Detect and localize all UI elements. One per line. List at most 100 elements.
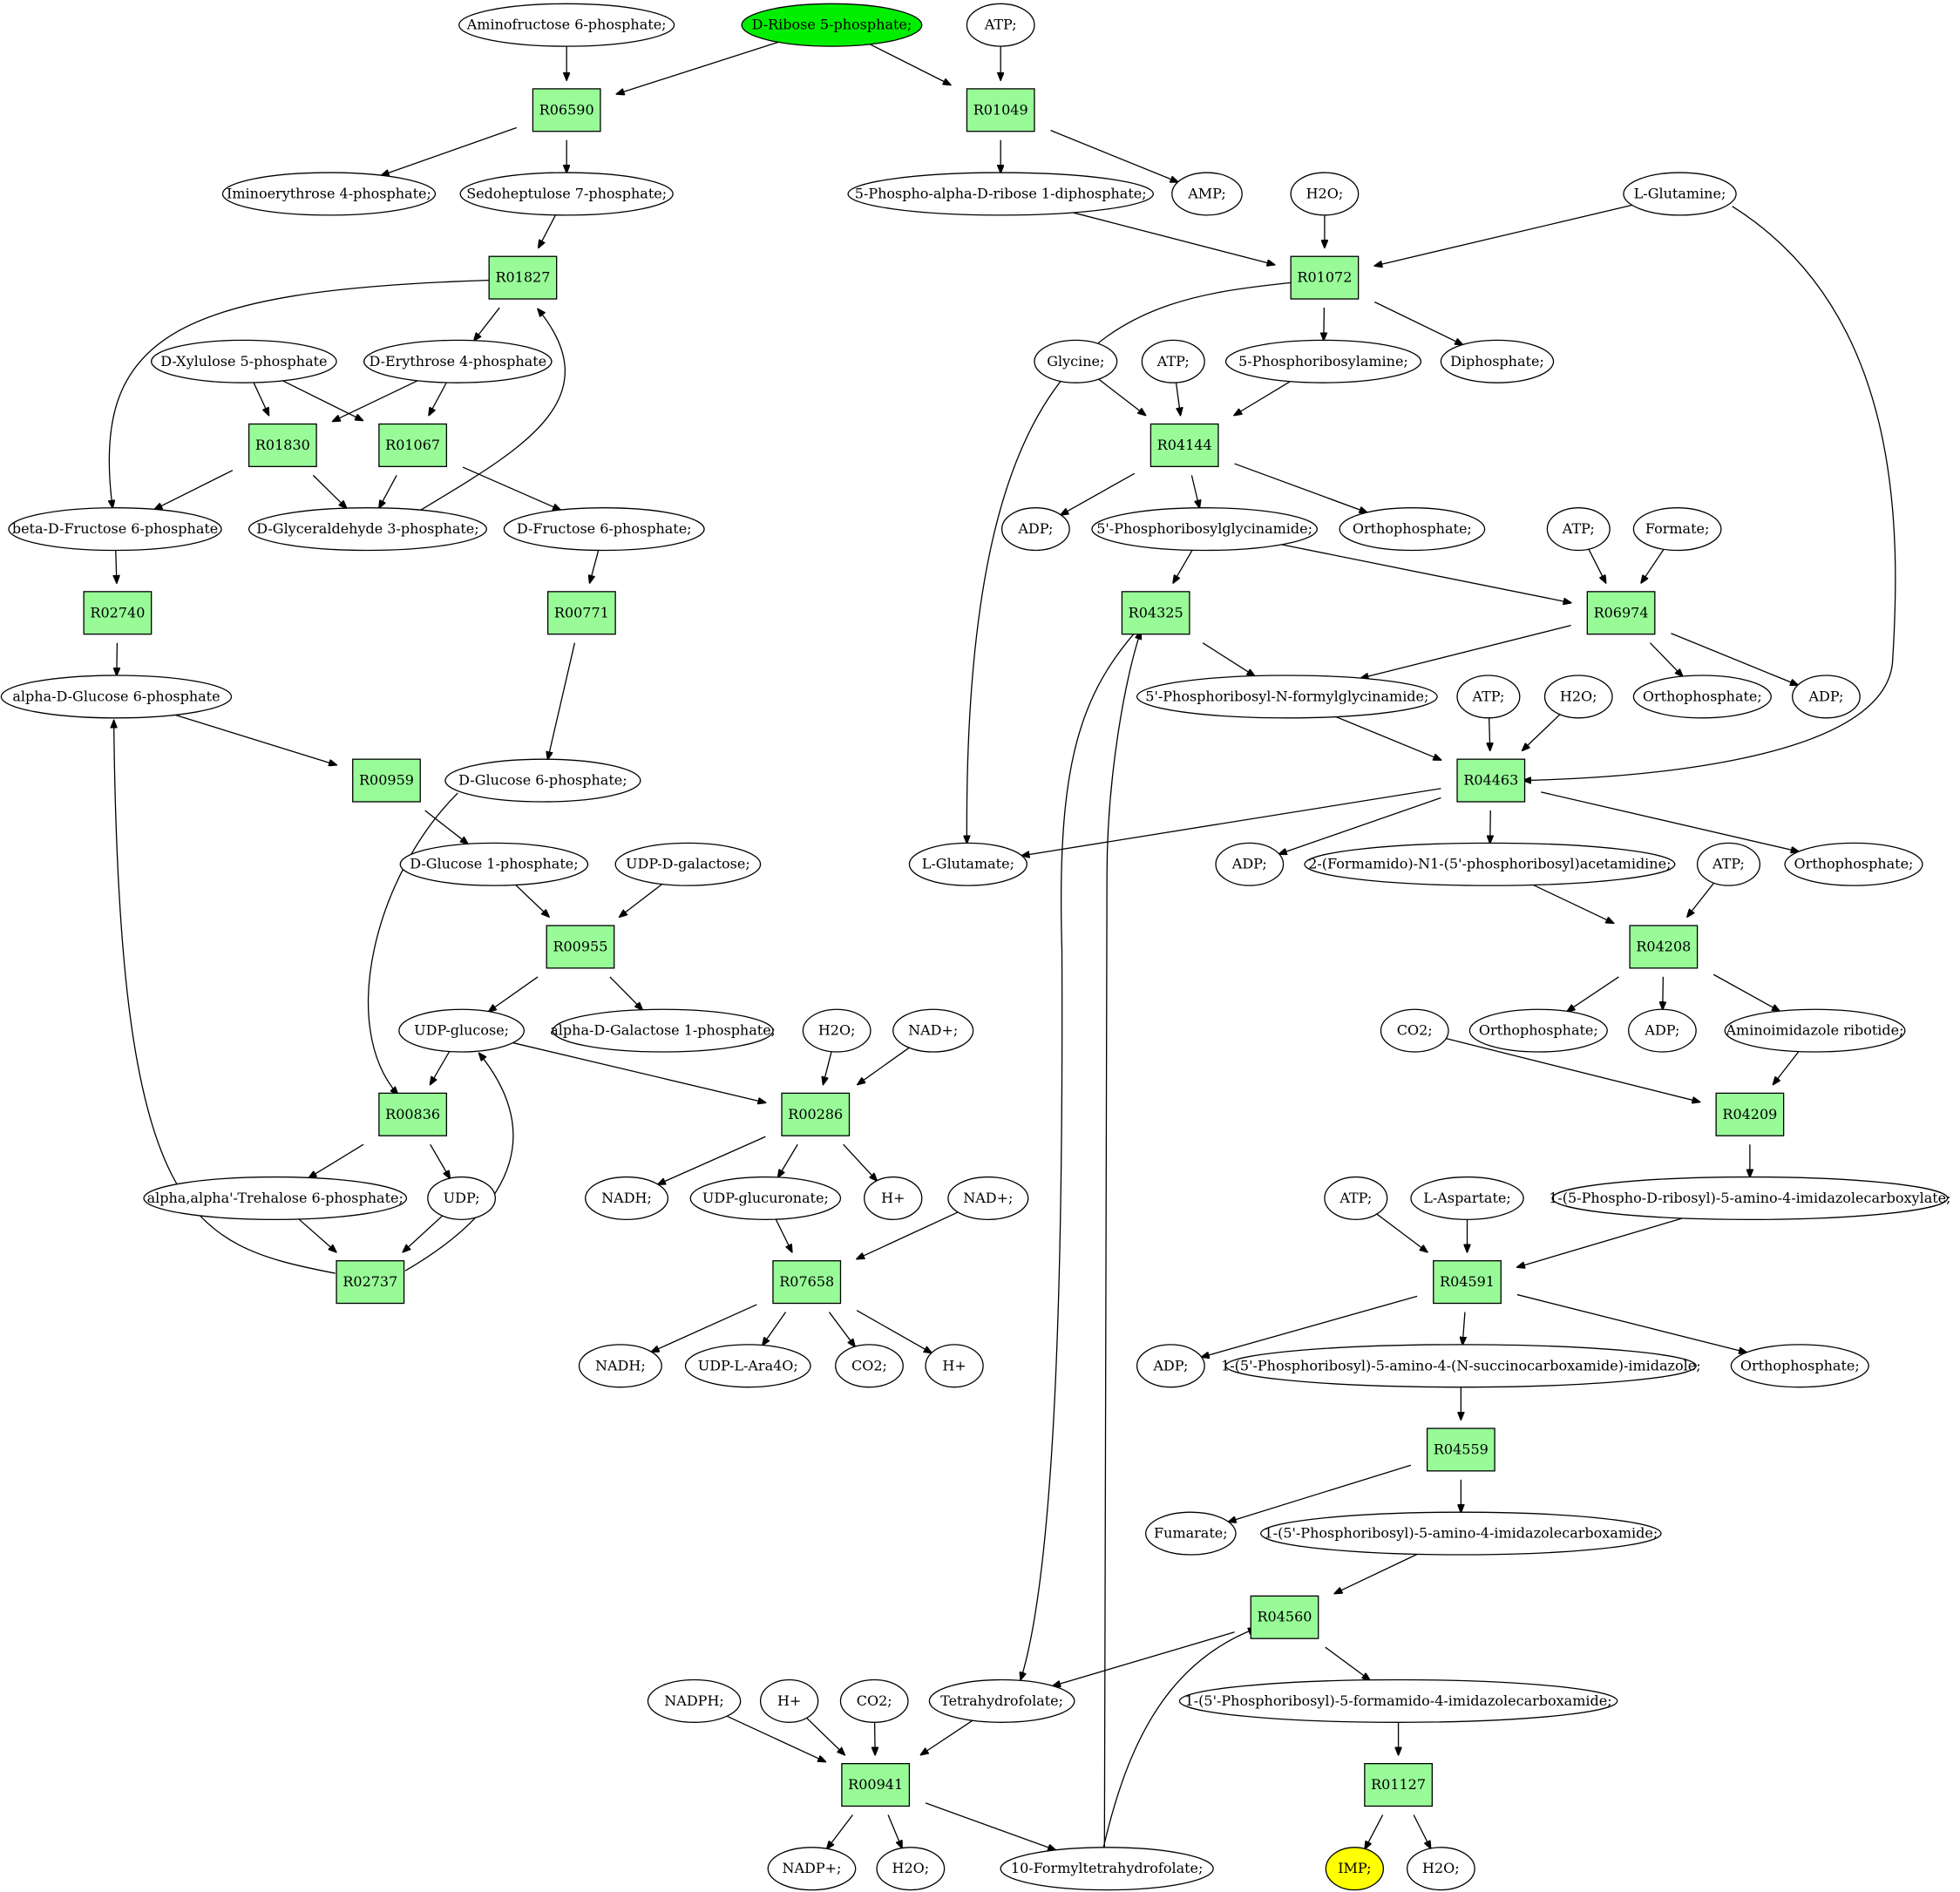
edge-r_R02737-to-m_udpglc [404, 1053, 514, 1272]
edge-m_h2o2-to-r_R04463 [1523, 714, 1561, 750]
compound-node-diphos: Diphosphate; [1440, 339, 1555, 383]
compound-node-pi4: Orthophosphate; [1468, 1008, 1608, 1053]
edge-r_R07658-to-m_udpara [763, 1312, 787, 1346]
edge-r_R04560-to-m_thf [1053, 1631, 1235, 1686]
compound-node-pi2: Orthophosphate; [1632, 675, 1772, 719]
reaction-node-R00955: R00955 [546, 925, 615, 969]
reaction-node-R00836: R00836 [378, 1092, 448, 1136]
edge-r_R04591-to-m_adp5 [1202, 1295, 1418, 1357]
edge-r_R04463-to-m_pi3 [1541, 791, 1799, 851]
node-label: L-Glutamine; [1634, 185, 1726, 201]
compound-ellipse [839, 1678, 909, 1723]
compound-node-bfru6p: beta-D-Fructose 6-phosphate [8, 507, 222, 552]
compound-node-adp1: ADP; [1000, 507, 1070, 552]
edge-r_R01830-to-m_g3p [312, 474, 346, 508]
compound-ellipse [151, 339, 337, 383]
node-label: H2O; [1560, 688, 1597, 704]
node-label: H+ [777, 1692, 801, 1709]
node-label: R04559 [1434, 1441, 1489, 1457]
edge-m_gar-to-r_R06974 [1281, 544, 1571, 603]
compound-node-cair: 1-(5-Phospho-D-ribosyl)-5-amino-4-imidaz… [1549, 1176, 1951, 1220]
compound-ellipse [1290, 172, 1360, 216]
edge-m_fgar-to-r_R04463 [1335, 715, 1441, 759]
reaction-box [1426, 1427, 1495, 1472]
node-label: R04144 [1157, 437, 1212, 453]
edge-r_R06974-to-m_adp2 [1671, 633, 1797, 685]
edge-m_h3-to-r_R00941 [806, 1717, 845, 1754]
node-label: Orthophosphate; [1740, 1357, 1860, 1373]
node-label: ADP; [1807, 688, 1843, 704]
compound-node-fgar: 5'-Phosphoribosyl-N-formylglycinamide; [1136, 675, 1438, 719]
compound-node-thf: Tetrahydrofolate; [928, 1678, 1075, 1723]
node-label: 5'-Phosphoribosyl-N-formylglycinamide; [1145, 688, 1428, 704]
edge-r_R00286-to-m_nadh1 [658, 1136, 766, 1184]
edge-m_fgam-to-r_R04208 [1533, 884, 1613, 923]
edge-m_co2c-to-r_R00941 [875, 1722, 876, 1754]
compound-ellipse [1632, 507, 1722, 552]
node-label: L-Glutamate; [922, 856, 1014, 872]
compound-node-g6p: D-Glucose 6-phosphate; [444, 758, 641, 803]
node-label: H2O; [1422, 1860, 1460, 1876]
compound-ellipse [1730, 1344, 1869, 1388]
node-label: UDP-L-Ara4O; [698, 1357, 798, 1373]
reaction-box [1715, 1092, 1785, 1136]
reaction-node-R00941: R00941 [841, 1763, 911, 1807]
node-label: IMP; [1338, 1860, 1371, 1876]
compound-ellipse [1000, 1847, 1214, 1891]
edge-m_aicar-to-r_R04560 [1334, 1553, 1418, 1593]
node-label: R00836 [385, 1106, 440, 1122]
compound-ellipse [459, 172, 674, 216]
edge-r_R04208-to-m_pi4 [1567, 976, 1619, 1012]
node-label: NADPH; [664, 1692, 724, 1709]
compound-ellipse [1034, 339, 1118, 383]
compound-ellipse [398, 1008, 526, 1053]
compound-ellipse [1141, 339, 1205, 383]
reaction-box [248, 423, 317, 467]
node-label: D-Glucose 6-phosphate; [458, 772, 627, 789]
edge-m_atp3-to-r_R06974 [1588, 548, 1606, 583]
reaction-node-R01049: R01049 [966, 88, 1035, 132]
node-label: R04560 [1258, 1609, 1312, 1625]
compound-ellipse [1784, 842, 1923, 886]
compound-node-nad1: NAD+; [892, 1008, 974, 1053]
reaction-box [83, 591, 153, 635]
compound-ellipse [1628, 1008, 1697, 1053]
compound-node-atp5: ATP; [1696, 842, 1761, 886]
edge-m_glycine-to-r_R04144 [1098, 378, 1146, 415]
compound-ellipse [741, 3, 923, 47]
compound-ellipse [1224, 339, 1422, 383]
edge-r_R07658-to-m_co2b [828, 1312, 855, 1347]
node-label: NAD+; [908, 1022, 958, 1039]
compound-node-h2: H+ [925, 1344, 984, 1388]
node-label: D-Glyceraldehyde 3-phosphate; [256, 520, 478, 537]
node-label: 1-(5'-Phosphoribosyl)-5-formamido-4-imid… [1185, 1692, 1612, 1709]
compound-node-sedo7p: Sedoheptulose 7-phosphate; [459, 172, 674, 216]
edge-m_atp5-to-r_R04208 [1687, 882, 1715, 917]
compound-node-fgam: 2-(Formamido)-N1-(5'-phosphoribosyl)acet… [1304, 842, 1676, 886]
edge-r_R04144-to-m_adp1 [1061, 472, 1136, 515]
compound-ellipse [1410, 1176, 1524, 1220]
edge-m_udp-to-r_R02737 [403, 1215, 444, 1252]
edge-m_ribose5p-to-r_R06590 [617, 41, 779, 94]
node-label: H2O; [1306, 185, 1344, 201]
compound-node-udpara: UDP-L-Ara4O; [684, 1344, 811, 1388]
compound-ellipse [1546, 507, 1611, 552]
node-label: alpha,alpha'-Trehalose 6-phosphate; [147, 1190, 404, 1206]
compound-node-pi1: Orthophosphate; [1339, 507, 1486, 552]
compound-node-fthf: 10-Formyltetrahydrofolate; [1000, 1847, 1214, 1891]
node-label: CO2; [851, 1357, 887, 1373]
compound-ellipse [1543, 675, 1613, 719]
compound-ellipse [1696, 842, 1761, 886]
node-label: R02740 [90, 604, 145, 620]
compound-ellipse [143, 1176, 408, 1220]
node-label: Orthophosphate; [1794, 856, 1914, 872]
node-label: 2-(Formamido)-N1-(5'-phosphoribosyl)acet… [1308, 856, 1671, 872]
edge-m_nadph-to-r_R00941 [726, 1715, 825, 1761]
compound-ellipse [1339, 507, 1486, 552]
reaction-box [1433, 1260, 1502, 1305]
reaction-box [1290, 255, 1360, 300]
compound-node-nadh1: NADH; [585, 1176, 669, 1220]
reaction-node-R04325: R04325 [1121, 591, 1190, 635]
reaction-box [378, 1092, 448, 1136]
